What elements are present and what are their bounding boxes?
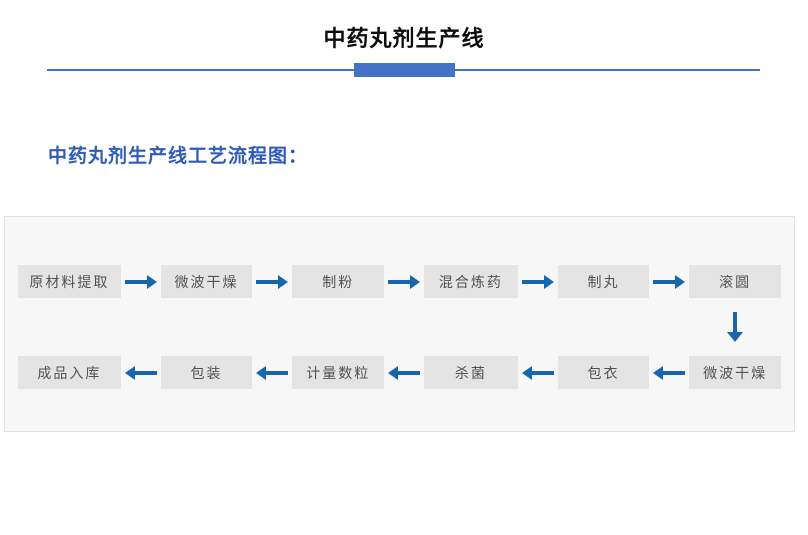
flow-step-microwave-drying-2: 微波干燥 xyxy=(689,356,781,389)
flow-step-rounding: 滚圆 xyxy=(689,265,781,298)
arrow-down-icon xyxy=(689,312,781,342)
arrow-right-icon xyxy=(252,274,292,289)
flow-step-packaging: 包装 xyxy=(160,356,253,389)
flow-step-counting: 计量数粒 xyxy=(292,356,385,389)
flow-step-sterilization: 杀菌 xyxy=(424,356,518,389)
flow-panel: 原材料提取 微波干燥 制粉 混合炼药 制丸 滚圆 成品入库 包装 xyxy=(4,216,795,432)
flow-step-mixing-refining: 混合炼药 xyxy=(424,265,518,298)
flow-step-microwave-drying: 微波干燥 xyxy=(160,265,253,298)
arrow-left-icon xyxy=(252,365,292,380)
arrow-left-icon xyxy=(649,365,689,380)
flow-step-coating: 包衣 xyxy=(557,356,650,389)
arrow-left-icon xyxy=(384,365,424,380)
flow-diagram: 原材料提取 微波干燥 制粉 混合炼药 制丸 滚圆 成品入库 包装 xyxy=(5,217,794,389)
arrow-right-icon xyxy=(121,274,161,289)
arrow-left-icon xyxy=(121,365,161,380)
section-heading: 中药丸剂生产线工艺流程图： xyxy=(48,146,309,167)
flow-step-raw-material-extraction: 原材料提取 xyxy=(18,265,121,298)
flow-step-powder-making: 制粉 xyxy=(292,265,385,298)
flow-step-pill-making: 制丸 xyxy=(557,265,650,298)
flow-step-finished-product-storage: 成品入库 xyxy=(18,356,121,389)
arrow-left-icon xyxy=(518,365,558,380)
arrow-right-icon xyxy=(384,274,424,289)
arrow-right-icon xyxy=(518,274,558,289)
divider-accent-bar xyxy=(354,63,455,77)
arrow-right-icon xyxy=(649,274,689,289)
page-title: 中药丸剂生产线 xyxy=(323,26,485,51)
